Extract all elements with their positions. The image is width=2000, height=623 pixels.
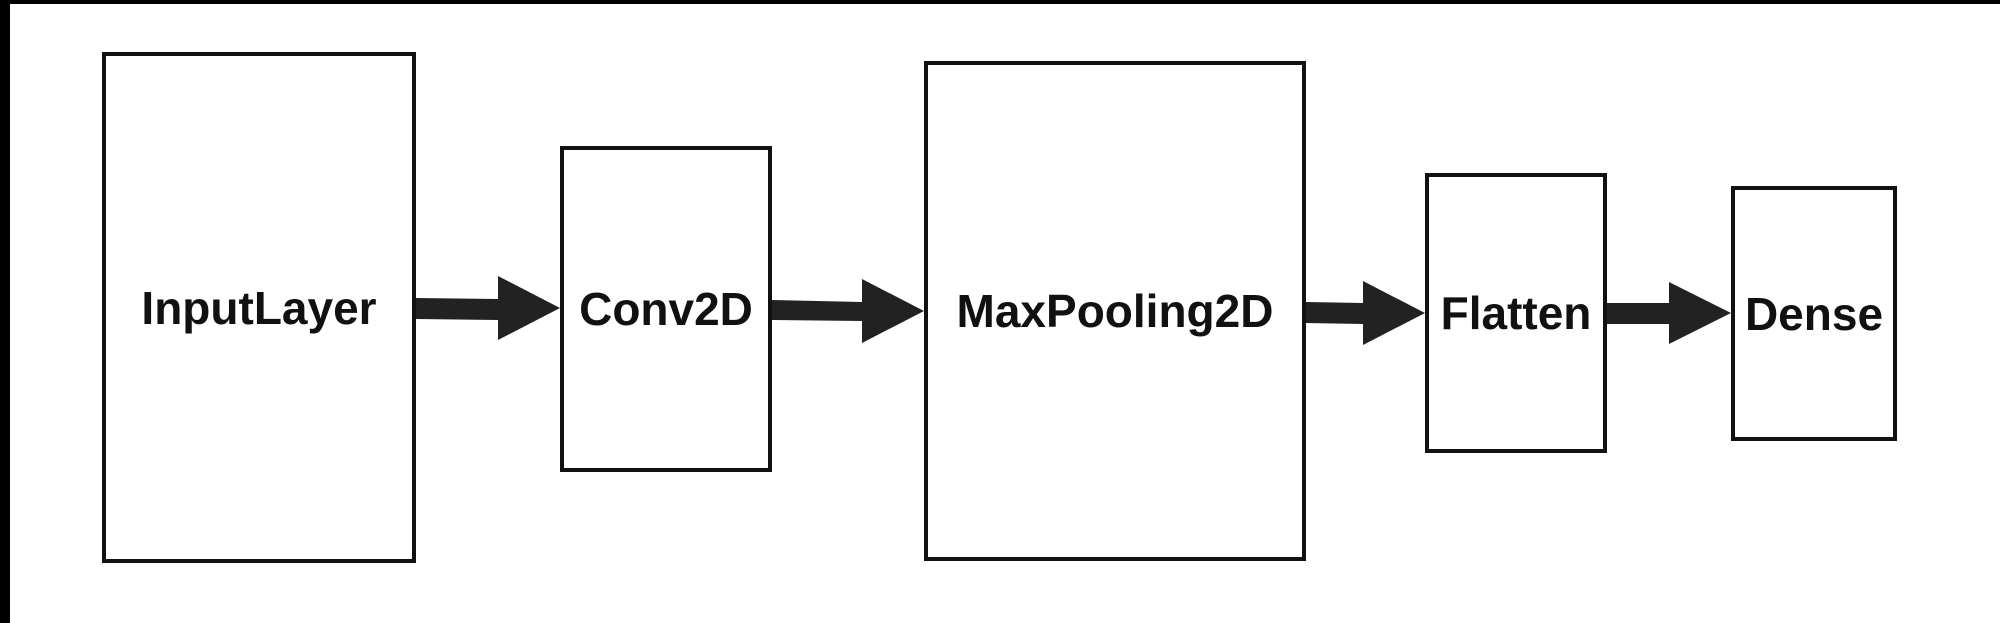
flatten-layer-label: Flatten (1440, 287, 1592, 339)
conv2d-layer-label: Conv2D (579, 283, 753, 335)
dense-layer-label: Dense (1744, 287, 1884, 340)
input-layer-label: InputLayer (141, 281, 377, 334)
maxpooling2d-layer-label: MaxPooling2D (956, 285, 1274, 337)
input-layer-box: InputLayer (102, 52, 416, 563)
dense-layer-box: Dense (1731, 186, 1897, 441)
flatten-layer-box: Flatten (1425, 173, 1607, 453)
conv2d-layer-box: Conv2D (560, 146, 772, 472)
maxpooling2d-layer-box: MaxPooling2D (924, 61, 1306, 561)
